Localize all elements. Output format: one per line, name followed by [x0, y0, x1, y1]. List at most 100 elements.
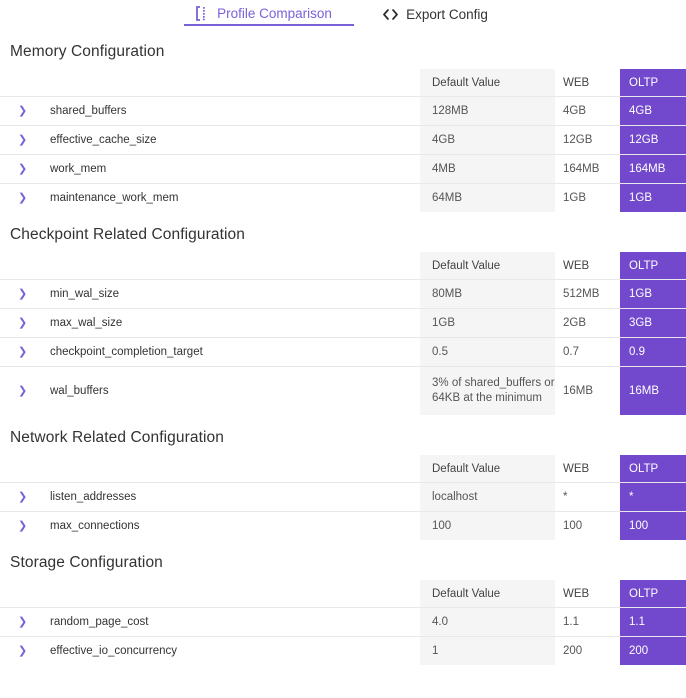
column-header-oltp: OLTP [620, 455, 686, 483]
parameter-name-cell: ❯checkpoint_completion_target [0, 338, 420, 367]
section-title: Memory Configuration [10, 43, 165, 60]
expand-chevron-icon[interactable]: ❯ [18, 162, 28, 175]
parameter-name: shared_buffers [50, 105, 127, 117]
column-header-name [0, 580, 420, 608]
tab-export-config-label: Export Config [406, 6, 488, 22]
default-value-cell: 128MB [420, 96, 555, 126]
expand-chevron-icon[interactable]: ❯ [18, 384, 28, 397]
default-value-cell: 4.0 [420, 607, 555, 637]
oltp-value-cell: 0.9 [620, 337, 686, 367]
oltp-value-cell: 16MB [620, 366, 686, 415]
expand-chevron-icon[interactable]: ❯ [18, 519, 28, 532]
section-title: Network Related Configuration [10, 429, 224, 446]
parameter-name-cell: ❯ work_mem [0, 155, 420, 184]
default-value-cell: 80MB [420, 279, 555, 309]
parameter-name: effective_io_concurrency [50, 645, 177, 657]
table-row[interactable]: ❯ work_mem 4MB 164MB 164MB [0, 154, 686, 184]
web-value-cell: 100 [563, 520, 583, 532]
oltp-value-cell: * [620, 482, 686, 512]
table-row[interactable]: ❯ effective_io_concurrency 1 200 200 [0, 636, 686, 666]
expand-chevron-icon[interactable]: ❯ [18, 615, 28, 628]
parameter-name-cell: ❯listen_addresses [0, 483, 420, 512]
web-value-cell: 12GB [563, 134, 593, 146]
web-value-cell: 164MB [563, 163, 600, 175]
expand-chevron-icon[interactable]: ❯ [18, 104, 28, 117]
parameter-name-cell: ❯ random_page_cost [0, 608, 420, 637]
default-value-cell: 1 [420, 636, 555, 665]
column-header-web: WEB [563, 259, 590, 272]
default-value-cell: 3% of shared_buffers or 64KB at the mini… [420, 366, 555, 415]
expand-chevron-icon[interactable]: ❯ [18, 191, 28, 204]
table-row[interactable]: ❯ wal_buffers 3% of shared_buffers or 64KB… [0, 366, 686, 415]
web-value-cell: 2GB [563, 317, 587, 329]
parameter-name: min_wal_size [50, 288, 120, 300]
section-title: Storage Configuration [10, 554, 163, 571]
table-header-row: Default Value WEB OLTP [0, 580, 686, 608]
default-value-cell: 4GB [420, 125, 555, 155]
expand-chevron-icon[interactable]: ❯ [18, 316, 28, 329]
tab-profile-comparison[interactable]: Profile Comparison [184, 0, 355, 26]
column-header-name [0, 252, 420, 280]
column-header-default-value: Default Value [420, 69, 555, 97]
parameter-name: random_page_cost [50, 616, 149, 628]
column-header-web: WEB [563, 587, 590, 600]
expand-chevron-icon[interactable]: ❯ [18, 133, 28, 146]
web-value-cell: 1.1 [563, 616, 579, 628]
column-header-default-value: Default Value [420, 455, 555, 483]
default-value-cell: 1GB [420, 308, 555, 338]
parameter-name-cell: ❯max_connections [0, 512, 420, 541]
parameter-name: work_mem [50, 163, 107, 175]
oltp-value-cell: 100 [620, 511, 686, 540]
column-header-default-value: Default Value [420, 580, 555, 608]
section-title: Checkpoint Related Configuration [10, 226, 245, 243]
parameter-name-cell: ❯ max_wal_size [0, 309, 420, 338]
parameter-name-cell: ❯ effective_io_concurrency [0, 637, 420, 666]
expand-chevron-icon[interactable]: ❯ [18, 345, 28, 358]
column-header-oltp: OLTP [620, 252, 686, 280]
tab-bar: Profile Comparison Export Config [0, 0, 686, 29]
default-value-cell: 64MB [420, 183, 555, 212]
parameter-name: wal_buffers [50, 385, 109, 397]
column-header-web: WEB [563, 462, 590, 475]
column-header-web: WEB [563, 76, 590, 89]
parameter-name: maintenance_work_mem [50, 192, 179, 204]
parameter-name: max_wal_size [50, 317, 123, 329]
web-value-cell: 16MB [563, 385, 594, 397]
oltp-value-cell: 4GB [620, 96, 686, 126]
expand-chevron-icon[interactable]: ❯ [18, 490, 28, 503]
tab-export-config[interactable]: Export Config [368, 0, 502, 26]
web-value-cell: 200 [563, 645, 583, 657]
expand-chevron-icon[interactable]: ❯ [18, 644, 28, 657]
parameter-name-cell: ❯ shared_buffers [0, 97, 420, 126]
profile-comparison-icon [194, 6, 210, 21]
default-value-cell: localhost [420, 482, 555, 512]
default-value-cell: 4MB [420, 154, 555, 184]
oltp-value-cell: 164MB [620, 154, 686, 184]
oltp-value-cell: 200 [620, 636, 686, 665]
parameter-name-cell: ❯ maintenance_work_mem [0, 184, 420, 213]
web-value-cell: * [563, 491, 568, 503]
expand-chevron-icon[interactable]: ❯ [18, 287, 28, 300]
oltp-value-cell: 12GB [620, 125, 686, 155]
table-header-row: Default Value WEB OLTP [0, 455, 686, 483]
column-header-oltp: OLTP [620, 580, 686, 608]
column-header-name [0, 69, 420, 97]
default-value-cell: 100 [420, 511, 555, 540]
